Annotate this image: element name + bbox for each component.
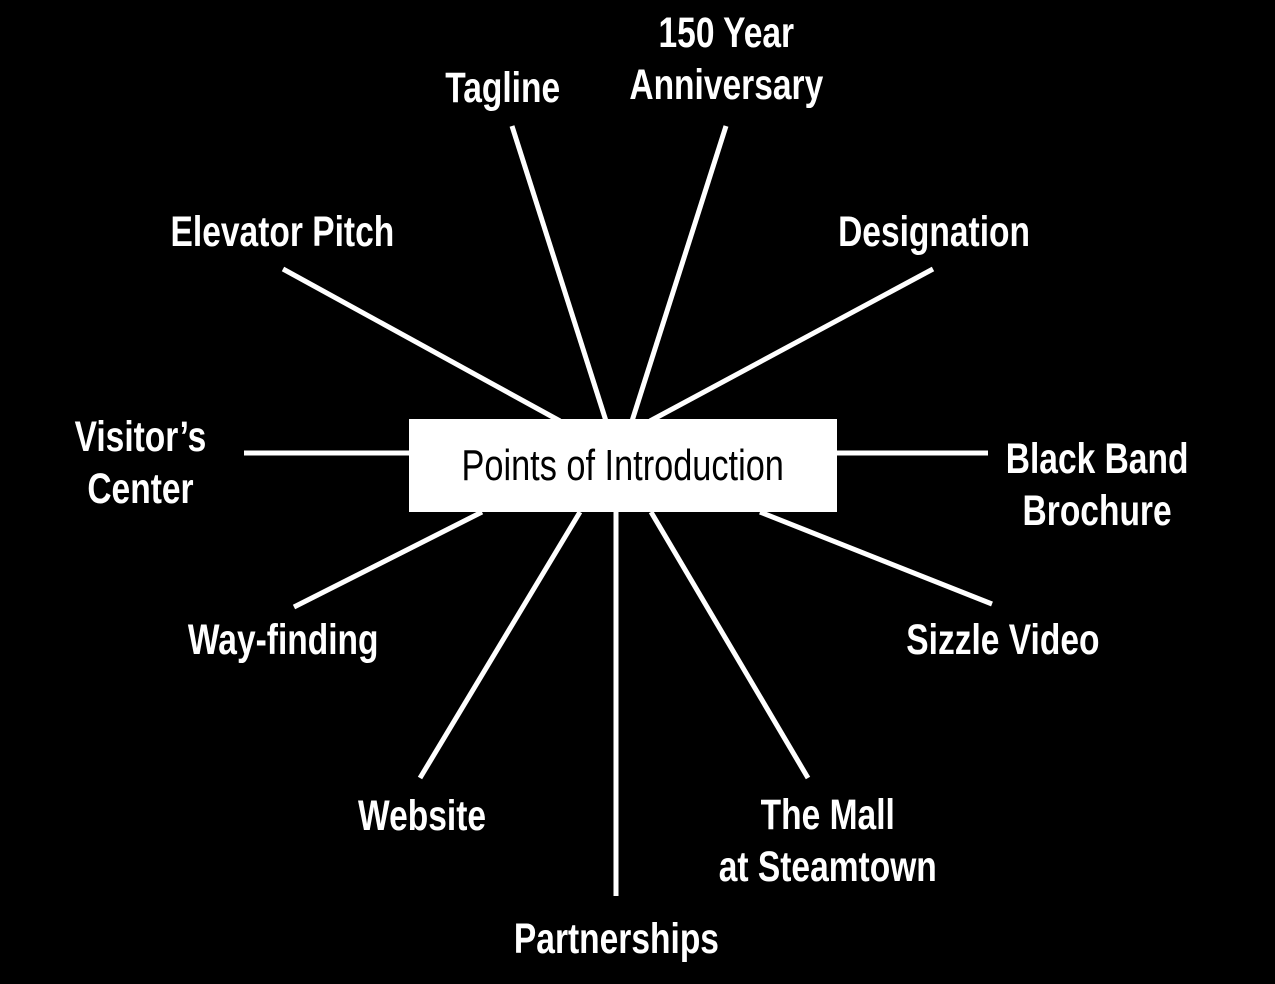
node-visitors-center-line2: Center <box>86 465 194 513</box>
node-visitors-center: Visitor’s Center <box>74 411 206 515</box>
node-visitors-center-line1: Visitor’s <box>74 413 206 461</box>
node-sizzle-video-label: Sizzle Video <box>906 616 1100 664</box>
node-designation-label: Designation <box>838 208 1031 256</box>
node-designation: Designation <box>838 206 1030 258</box>
spoke-designation <box>648 266 935 424</box>
node-black-band-brochure: Black Band Brochure <box>1006 433 1189 537</box>
node-tagline: Tagline <box>445 62 560 114</box>
node-mall-at-steamtown: The Mall at Steamtown <box>719 789 937 893</box>
node-black-band-brochure-line2: Brochure <box>1022 487 1172 535</box>
node-elevator-pitch: Elevator Pitch <box>170 206 394 258</box>
spoke-elevator-pitch <box>281 266 562 424</box>
node-sizzle-video: Sizzle Video <box>906 614 1099 666</box>
node-anniversary-line1: 150 Year <box>658 9 794 57</box>
node-tagline-label: Tagline <box>444 64 560 112</box>
spoke-website <box>417 510 583 780</box>
node-mall-at-steamtown-line2: at Steamtown <box>718 843 937 891</box>
node-mall-at-steamtown-line1: The Mall <box>760 791 895 839</box>
spoke-sizzle-video <box>759 509 993 607</box>
node-website-label: Website <box>358 792 487 840</box>
node-anniversary: 150 Year Anniversary <box>629 7 823 111</box>
node-partnerships-label: Partnerships <box>513 915 719 963</box>
node-partnerships: Partnerships <box>513 913 718 965</box>
node-website: Website <box>358 790 486 842</box>
center-node: Points of Introduction <box>409 419 837 512</box>
node-black-band-brochure-line1: Black Band <box>1005 435 1189 483</box>
node-anniversary-line2: Anniversary <box>628 61 823 109</box>
node-way-finding-label: Way-finding <box>187 616 379 664</box>
node-way-finding: Way-finding <box>188 614 379 666</box>
spoke-tagline <box>509 125 609 422</box>
center-label: Points of Introduction <box>461 440 785 490</box>
node-elevator-pitch-label: Elevator Pitch <box>170 208 394 256</box>
spoke-anniversary <box>629 125 729 422</box>
spoke-way-finding <box>292 509 484 610</box>
spoke-mall-at-steamtown <box>648 510 811 780</box>
